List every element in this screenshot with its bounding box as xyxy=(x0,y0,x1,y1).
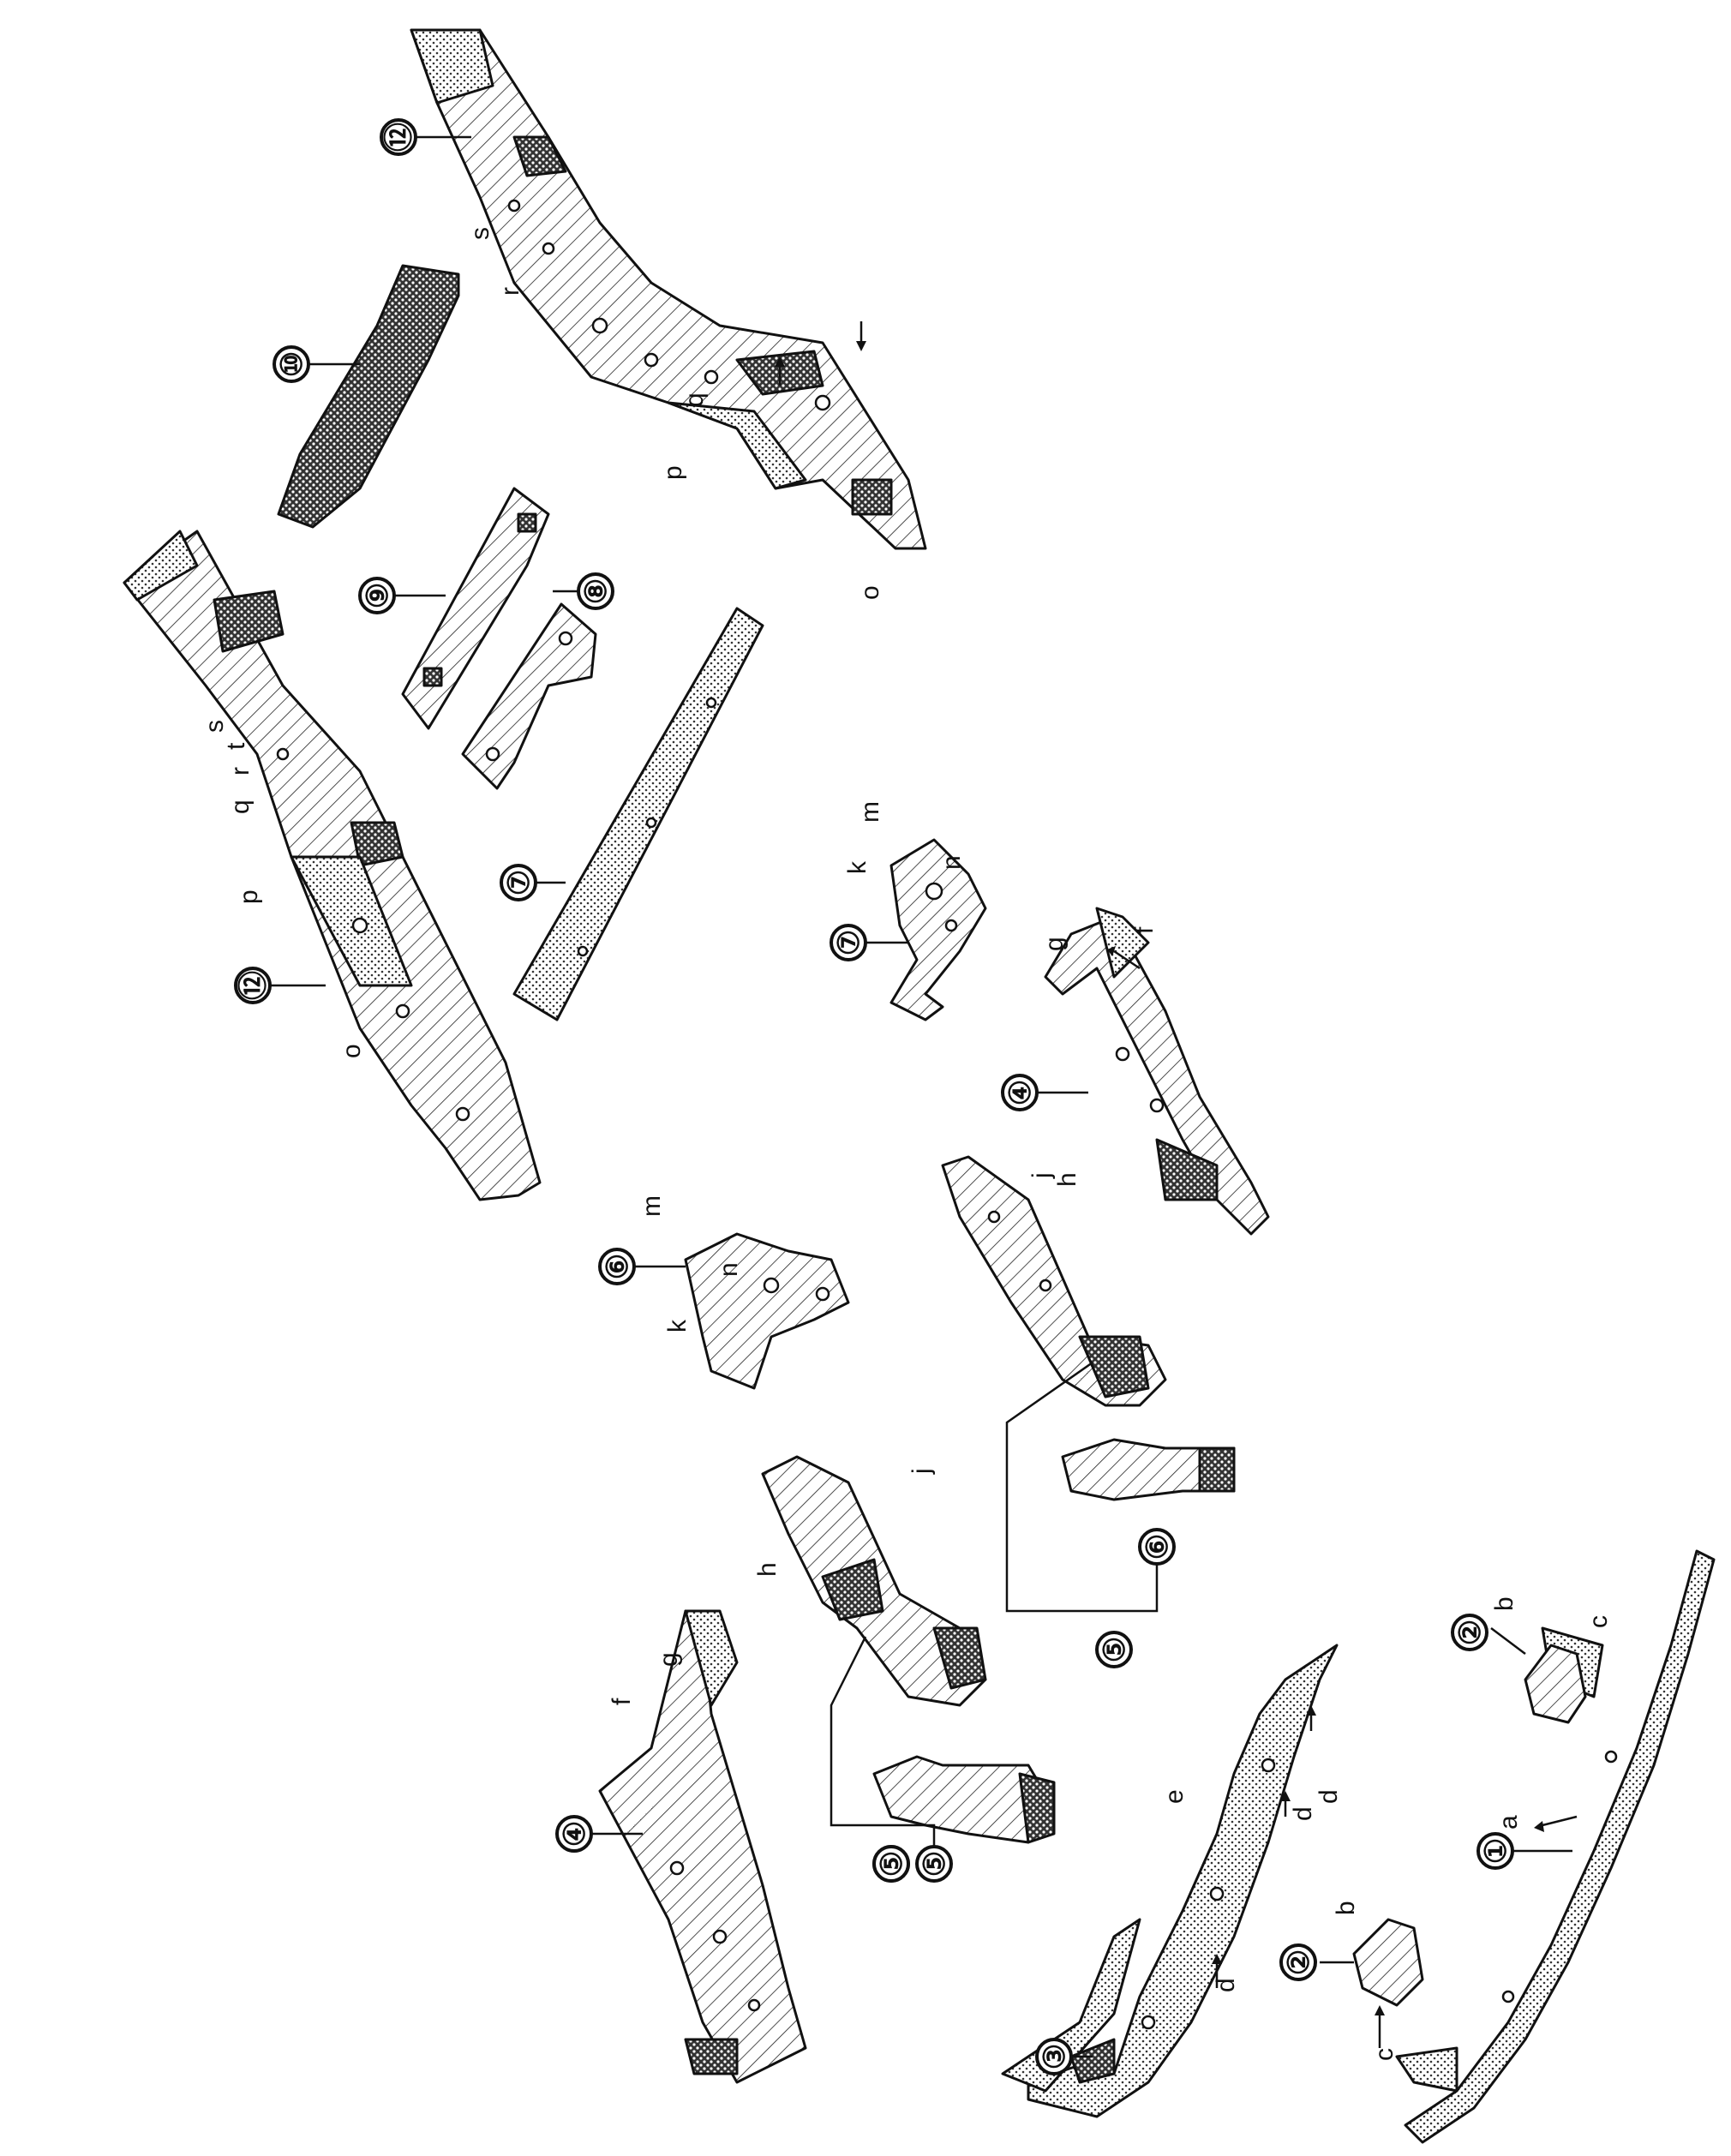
svg-text:⑨: ⑨ xyxy=(362,583,394,608)
callout-7-lower: ⑥ xyxy=(598,1248,636,1285)
part-8-dotted-bar xyxy=(512,607,764,1021)
svg-text:④: ④ xyxy=(1004,1080,1037,1105)
part-6-lower-bracket xyxy=(872,1755,1056,1844)
part-3-crossmember xyxy=(1001,1644,1339,2118)
callout-1: ① xyxy=(1476,1832,1514,1870)
letter-d-1: d xyxy=(1315,1789,1343,1804)
svg-text:⑤: ⑤ xyxy=(1099,1637,1131,1662)
part-10-bracket xyxy=(401,487,550,730)
letter-c-2: c xyxy=(1370,2048,1399,2061)
part-6-upper-bracket xyxy=(1061,1438,1236,1501)
callout-8: ⑦ xyxy=(500,864,537,901)
svg-text:⑫: ⑫ xyxy=(237,971,270,1000)
letter-f-1: f xyxy=(1130,926,1159,934)
letter-p-1: p xyxy=(659,465,687,480)
callout-5-upper: ⑤ xyxy=(1095,1631,1133,1668)
letter-j-1: j xyxy=(1027,1172,1056,1179)
part-5-upper-rail xyxy=(941,1155,1167,1407)
svg-text:⑧: ⑧ xyxy=(580,578,613,604)
part-2-upper-bracket xyxy=(1524,1644,1587,1724)
callout-4-lower: ④ xyxy=(555,1815,593,1853)
part-5-lower-rail xyxy=(761,1455,987,1707)
letter-n-2: n xyxy=(715,1262,743,1277)
svg-text:②: ② xyxy=(1283,1949,1315,1975)
callout-3: ③ xyxy=(1035,2038,1073,2075)
letter-d-3: d xyxy=(1212,1978,1240,1992)
letter-c-1: c xyxy=(1584,1615,1613,1628)
svg-text:⑫: ⑫ xyxy=(383,123,416,152)
letter-h-2: h xyxy=(753,1562,782,1577)
svg-text:⑤: ⑤ xyxy=(876,1851,908,1877)
part-12-upper-member xyxy=(410,28,927,550)
part-1-bumper-beam xyxy=(1395,1549,1716,2144)
leader-lines xyxy=(266,135,1572,2058)
letter-o-1: o xyxy=(856,585,884,600)
letter-labels: a b b c c d d d e f f g g h h j j k k m … xyxy=(201,227,1613,2061)
letter-h-1: h xyxy=(1053,1172,1081,1187)
letter-m-2: m xyxy=(638,1195,666,1217)
letter-r-1: r xyxy=(496,287,524,296)
part-11-dark-panel xyxy=(277,264,460,529)
callouts: ⑫ ⑩ ⑨ ⑧ ⑦ ⑫ ⑦ ⑥ ④ ⑥ ⑤ ④ ⑤ ⑤ ⑤ ③ ② ② ① xyxy=(234,118,1514,2075)
letter-s-1: s xyxy=(466,227,494,240)
svg-text:②: ② xyxy=(1454,1620,1487,1645)
letter-q-2: q xyxy=(226,800,255,814)
letter-arrows xyxy=(775,321,1578,2048)
part-4-upper-rail xyxy=(1044,907,1270,1236)
letter-r-2: r xyxy=(226,767,255,776)
letter-n-1: n xyxy=(937,855,966,870)
letter-e: e xyxy=(1160,1789,1189,1804)
callout-6-upper: ⑥ xyxy=(1138,1528,1176,1566)
callout-12-upper: ⑫ xyxy=(380,118,417,156)
callout-2-upper: ② xyxy=(1451,1614,1488,1651)
part-4-lower-rail xyxy=(598,1609,807,2084)
part-9-bracket xyxy=(461,602,597,790)
letter-m-1: m xyxy=(856,801,884,823)
letter-g-2: g xyxy=(655,1652,683,1667)
callout-5-lower-label: ⑤ xyxy=(872,1845,910,1883)
letter-q-1: q xyxy=(680,392,709,407)
part-7-upper-bracket xyxy=(889,838,987,1021)
letter-b-1: b xyxy=(1490,1596,1518,1611)
letter-b-2: b xyxy=(1332,1901,1360,1915)
letter-k-1: k xyxy=(843,860,871,874)
svg-text:④: ④ xyxy=(559,1821,591,1847)
callout-6-lower: ⑤ xyxy=(915,1845,953,1883)
callout-10: ⑨ xyxy=(358,577,396,614)
svg-text:⑩: ⑩ xyxy=(276,351,308,377)
letter-d-2: d xyxy=(1289,1806,1317,1821)
letter-g-1: g xyxy=(1040,937,1069,951)
letter-p-2: p xyxy=(235,889,263,904)
callout-11: ⑩ xyxy=(273,345,310,383)
callout-12-lower: ⑫ xyxy=(234,967,272,1004)
part-2-lower-bracket xyxy=(1352,1918,1424,2007)
svg-text:③: ③ xyxy=(1039,2044,1071,2069)
svg-text:⑤: ⑤ xyxy=(919,1851,951,1877)
part-7-lower-bracket xyxy=(684,1232,850,1390)
letter-f-2: f xyxy=(608,1698,636,1705)
letter-s-2: s xyxy=(201,720,229,733)
letter-o-2: o xyxy=(338,1044,366,1058)
letter-a: a xyxy=(1494,1815,1523,1830)
callout-2-lower: ② xyxy=(1279,1943,1317,1981)
svg-text:⑦: ⑦ xyxy=(833,930,866,955)
callout-4-upper: ④ xyxy=(1001,1074,1039,1111)
callout-9: ⑧ xyxy=(577,572,614,610)
svg-text:⑥: ⑥ xyxy=(1141,1534,1174,1560)
callout-7-upper: ⑦ xyxy=(830,924,867,961)
letter-j-2: j xyxy=(907,1468,936,1475)
svg-text:⑦: ⑦ xyxy=(503,870,536,895)
svg-text:⑥: ⑥ xyxy=(602,1254,634,1279)
svg-text:①: ① xyxy=(1480,1838,1512,1864)
letter-k-2: k xyxy=(663,1319,692,1333)
part-12-lower-member xyxy=(123,530,542,1201)
letter-t: t xyxy=(222,742,250,750)
